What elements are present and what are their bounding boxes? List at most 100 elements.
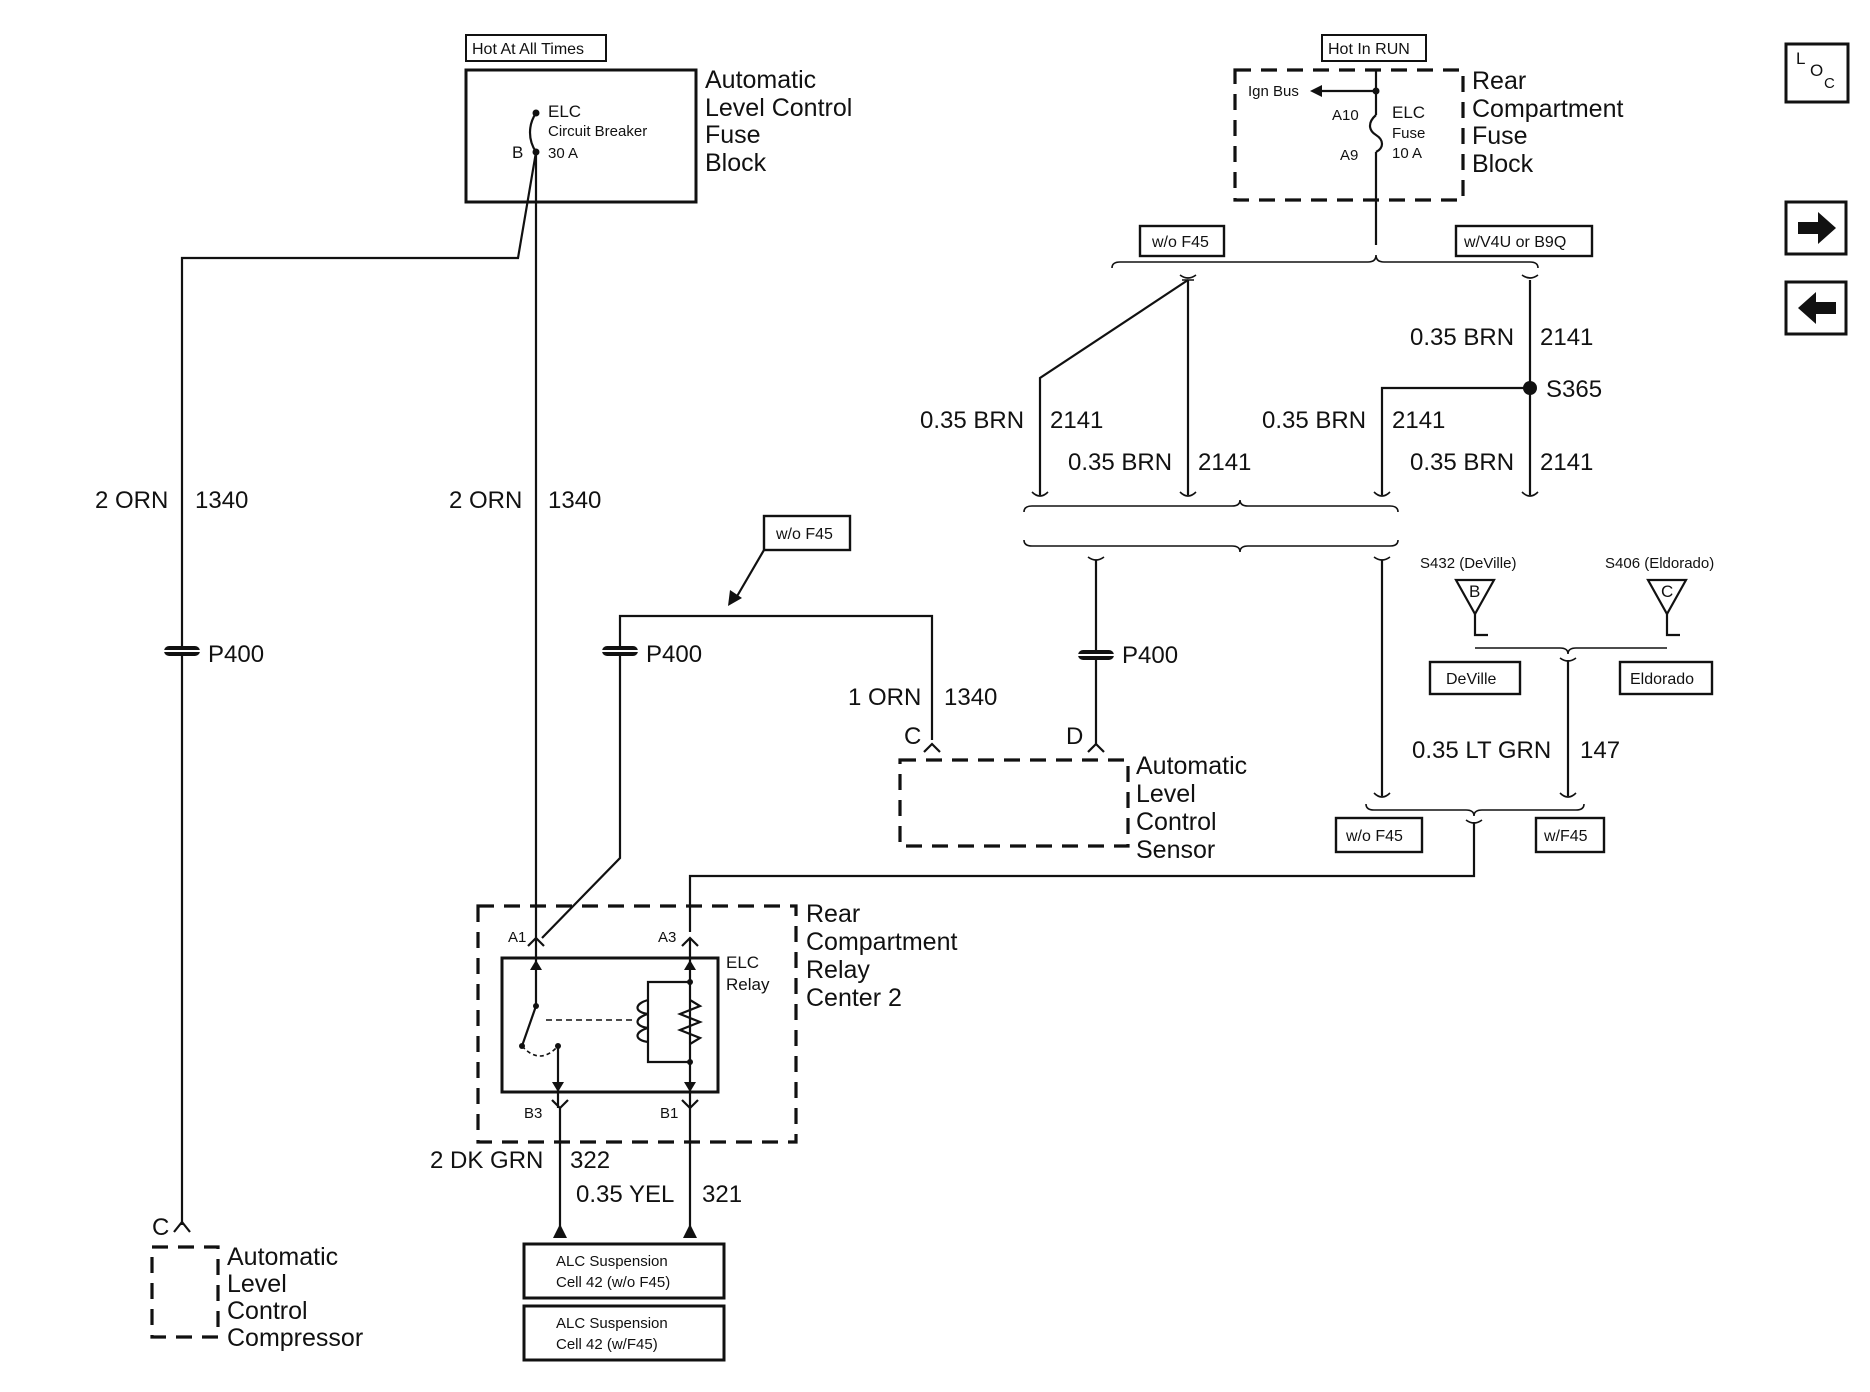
svg-text:0.35 YEL: 0.35 YEL [576, 1181, 674, 1208]
svg-text:Center 2: Center 2 [806, 984, 902, 1012]
relay-center-2 [476, 904, 798, 1144]
svg-text:P400: P400 [1122, 642, 1178, 669]
svg-text:1340: 1340 [944, 684, 997, 711]
svg-text:2141: 2141 [1540, 324, 1593, 351]
svg-text:ELC: ELC [548, 102, 581, 121]
p400-connector-right: P400 [1074, 642, 1178, 669]
p400-connector-left: P400 [160, 641, 264, 668]
svg-text:Level: Level [227, 1270, 287, 1298]
prev-page-button[interactable] [1784, 280, 1848, 336]
svg-text:ALC Suspension: ALC Suspension [556, 1253, 668, 1270]
right-arrow-icon [1798, 212, 1836, 244]
svg-text:Hot In RUN: Hot In RUN [1328, 41, 1410, 58]
svg-text:0.35 BRN: 0.35 BRN [1262, 407, 1366, 434]
svg-text:Automatic: Automatic [705, 66, 816, 94]
svg-text:B: B [1469, 582, 1480, 601]
option-tag-wo-f45-mid: w/o F45 [762, 514, 852, 552]
compressor-pin-c: C [152, 1214, 191, 1241]
rear-fuse-block [1233, 68, 1465, 202]
wire-label-yel: 0.35 YEL 321 [576, 1181, 742, 1208]
left-arrow-icon [1798, 292, 1836, 324]
p400-connector-mid: P400 [598, 641, 702, 668]
svg-text:C: C [1661, 582, 1673, 601]
svg-text:C: C [904, 723, 921, 750]
svg-text:w/o F45: w/o F45 [1345, 828, 1403, 845]
wire-label-brn-c: 0.35 BRN 2141 [1262, 407, 1445, 434]
splice-s406: S406 (Eldorado) C [1605, 555, 1714, 637]
svg-text:Block: Block [705, 149, 767, 177]
svg-text:A9: A9 [1340, 147, 1358, 164]
svg-text:S432 (DeVille): S432 (DeVille) [1420, 555, 1516, 572]
wire-label-brn-a: 0.35 BRN 2141 [920, 407, 1103, 434]
svg-text:0.35 BRN: 0.35 BRN [1410, 324, 1514, 351]
svg-text:ALC Suspension: ALC Suspension [556, 1315, 668, 1332]
svg-text:Compressor: Compressor [227, 1324, 363, 1352]
svg-text:Hot At All Times: Hot At All Times [472, 41, 584, 58]
compressor-label: Automatic Level Control Compressor [227, 1243, 363, 1352]
svg-text:Automatic: Automatic [227, 1243, 338, 1271]
svg-text:Control: Control [227, 1297, 308, 1325]
svg-text:C: C [1824, 75, 1835, 92]
svg-text:P400: P400 [646, 641, 702, 668]
svg-text:2 DK GRN: 2 DK GRN [430, 1147, 543, 1174]
svg-text:147: 147 [1580, 737, 1620, 764]
svg-text:C: C [152, 1214, 169, 1241]
svg-text:0.35 LT GRN: 0.35 LT GRN [1412, 737, 1551, 764]
svg-text:322: 322 [570, 1147, 610, 1174]
option-tag-wo-f45-bottom: w/o F45 [1334, 816, 1424, 854]
alc-compressor [150, 1245, 220, 1339]
svg-text:DeVille: DeVille [1446, 671, 1497, 688]
svg-text:w/o F45: w/o F45 [1151, 234, 1209, 251]
wire-label-ltgrn: 0.35 LT GRN 147 [1412, 737, 1620, 764]
svg-text:Compartment: Compartment [1472, 95, 1623, 123]
wire-147-to-relay [688, 822, 1476, 932]
brn-network [1031, 274, 1539, 497]
option-tag-wo-f45-top: w/o F45 [1138, 224, 1226, 258]
svg-text:Cell 42 (w/o F45): Cell 42 (w/o F45) [556, 1274, 670, 1291]
elc-fuse-block-title: Automatic Level Control Fuse Block [705, 66, 852, 177]
wire-left-1340 [180, 151, 538, 1225]
wire-label-brn-b: 0.35 BRN 2141 [1068, 449, 1251, 476]
svg-text:Automatic: Automatic [1136, 752, 1247, 780]
wire-label-mid: 2 ORN 1340 [449, 487, 601, 514]
svg-text:Compartment: Compartment [806, 928, 957, 956]
hot-at-all-times-tag: Hot At All Times [465, 34, 607, 62]
option-tag-deville: DeVille [1428, 660, 1522, 696]
svg-text:Rear: Rear [806, 900, 860, 928]
svg-text:Control: Control [1136, 808, 1217, 836]
svg-text:A3: A3 [658, 929, 676, 946]
svg-text:Rear: Rear [1472, 67, 1526, 95]
option-tag-eldorado: Eldorado [1618, 660, 1714, 696]
svg-text:Level Control: Level Control [705, 94, 852, 122]
svg-text:2141: 2141 [1392, 407, 1445, 434]
sensor-label: Automatic Level Control Sensor [1136, 752, 1247, 864]
option-brace-splice [1475, 647, 1667, 655]
wire-label-dkgrn: 2 DK GRN 322 [430, 1147, 610, 1174]
svg-text:Circuit Breaker: Circuit Breaker [548, 123, 647, 140]
locator-button[interactable]: L O C [1784, 42, 1850, 104]
next-page-button[interactable] [1784, 200, 1848, 256]
svg-text:w/o F45: w/o F45 [775, 526, 833, 543]
svg-text:B1: B1 [660, 1105, 678, 1122]
svg-text:Level: Level [1136, 780, 1196, 808]
svg-text:L: L [1796, 49, 1805, 68]
wire-label-left: 2 ORN 1340 [95, 487, 248, 514]
svg-text:2 ORN: 2 ORN [95, 487, 168, 514]
svg-text:S365: S365 [1546, 376, 1602, 403]
svg-text:A1: A1 [508, 929, 526, 946]
svg-text:Fuse: Fuse [1392, 125, 1425, 142]
svg-text:Cell 42 (w/F45): Cell 42 (w/F45) [556, 1336, 658, 1353]
svg-text:S406 (Eldorado): S406 (Eldorado) [1605, 555, 1714, 572]
svg-text:10 A: 10 A [1392, 145, 1422, 162]
svg-text:30 A: 30 A [548, 145, 578, 162]
option-tag-w-v4u-b9q: w/V4U or B9Q [1454, 224, 1594, 258]
svg-text:A10: A10 [1332, 107, 1359, 124]
alc-cell-wo-f45: ALC Suspension Cell 42 (w/o F45) [522, 1242, 726, 1300]
svg-text:ELC: ELC [1392, 103, 1425, 122]
svg-text:1 ORN: 1 ORN [848, 684, 921, 711]
splice-s432: S432 (DeVille) B [1420, 555, 1516, 637]
wo-f45-pointer [735, 549, 765, 599]
svg-text:O: O [1810, 61, 1823, 80]
svg-text:2141: 2141 [1198, 449, 1251, 476]
